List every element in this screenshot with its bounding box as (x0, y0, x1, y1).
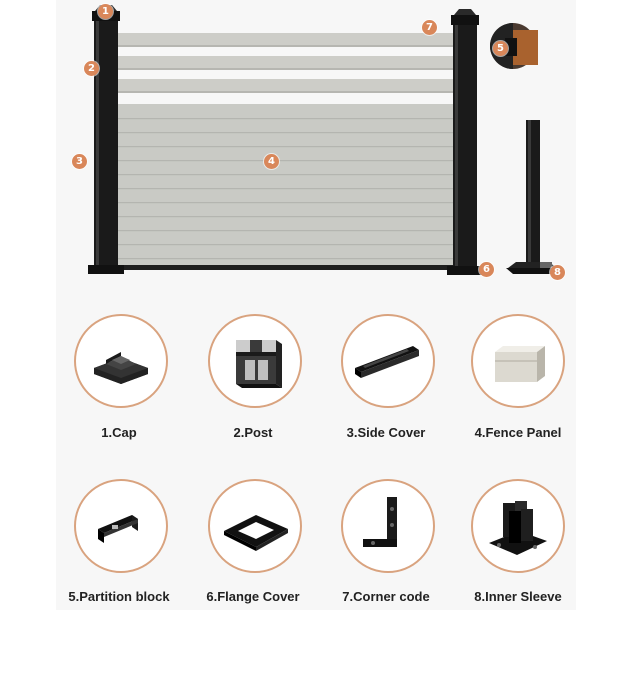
board-groove (115, 118, 455, 120)
part-circle-cap (74, 314, 168, 408)
callout-6: 6 (479, 262, 494, 277)
board-lines (115, 118, 455, 260)
post-profile-icon (236, 340, 282, 388)
fence-panel-icon (495, 346, 545, 382)
board-groove (115, 160, 455, 162)
callout-1: 1 (98, 4, 113, 19)
part-circle-post (208, 314, 302, 408)
corner-bracket-icon (363, 497, 397, 547)
bottom-rail (115, 265, 455, 270)
flange-cover-icon (224, 515, 288, 551)
part-label-inner-sleeve: 8.Inner Sleeve (474, 589, 562, 604)
board-groove (115, 216, 455, 218)
board-groove (115, 132, 455, 134)
part-label-corner-code: 7.Corner code (342, 589, 430, 604)
board-groove (115, 146, 455, 148)
callout-5: 5 (493, 41, 508, 56)
callout-8: 8 (550, 265, 565, 280)
part-label-post: 2.Post (233, 425, 273, 440)
cap-icon (94, 352, 148, 384)
callout-3: 3 (72, 154, 87, 169)
right-post (447, 9, 483, 275)
part-circle-side-cover (341, 314, 435, 408)
board-groove (115, 188, 455, 190)
part-circle-inner-sleeve (471, 479, 565, 573)
board-groove (115, 244, 455, 246)
part-label-side-cover: 3.Side Cover (346, 425, 426, 440)
part-circle-flange-cover (208, 479, 302, 573)
part-label-cap: 1.Cap (101, 425, 137, 440)
part-label-fence-panel: 4.Fence Panel (474, 425, 562, 440)
inner-sleeve-icon (489, 501, 547, 555)
board-groove (115, 230, 455, 232)
board-groove (115, 258, 455, 260)
partition-zoom-inset (490, 23, 538, 69)
callout-2: 2 (84, 61, 99, 76)
part-label-flange-cover: 6.Flange Cover (206, 589, 300, 604)
part-label-partition-block: 5.Partition block (68, 589, 170, 604)
side-cover-icon (355, 346, 419, 378)
upper-slats (115, 33, 455, 93)
partition-block-icon (98, 515, 138, 543)
main-panel (115, 104, 455, 265)
callout-7: 7 (422, 20, 437, 35)
part-circle-partition-block (74, 479, 168, 573)
board-groove (115, 202, 455, 204)
standalone-post (506, 120, 560, 274)
part-circle-corner-code (341, 479, 435, 573)
callout-4: 4 (264, 154, 279, 169)
part-circle-fence-panel (471, 314, 565, 408)
fence-illustration (88, 5, 560, 275)
board-groove (115, 174, 455, 176)
